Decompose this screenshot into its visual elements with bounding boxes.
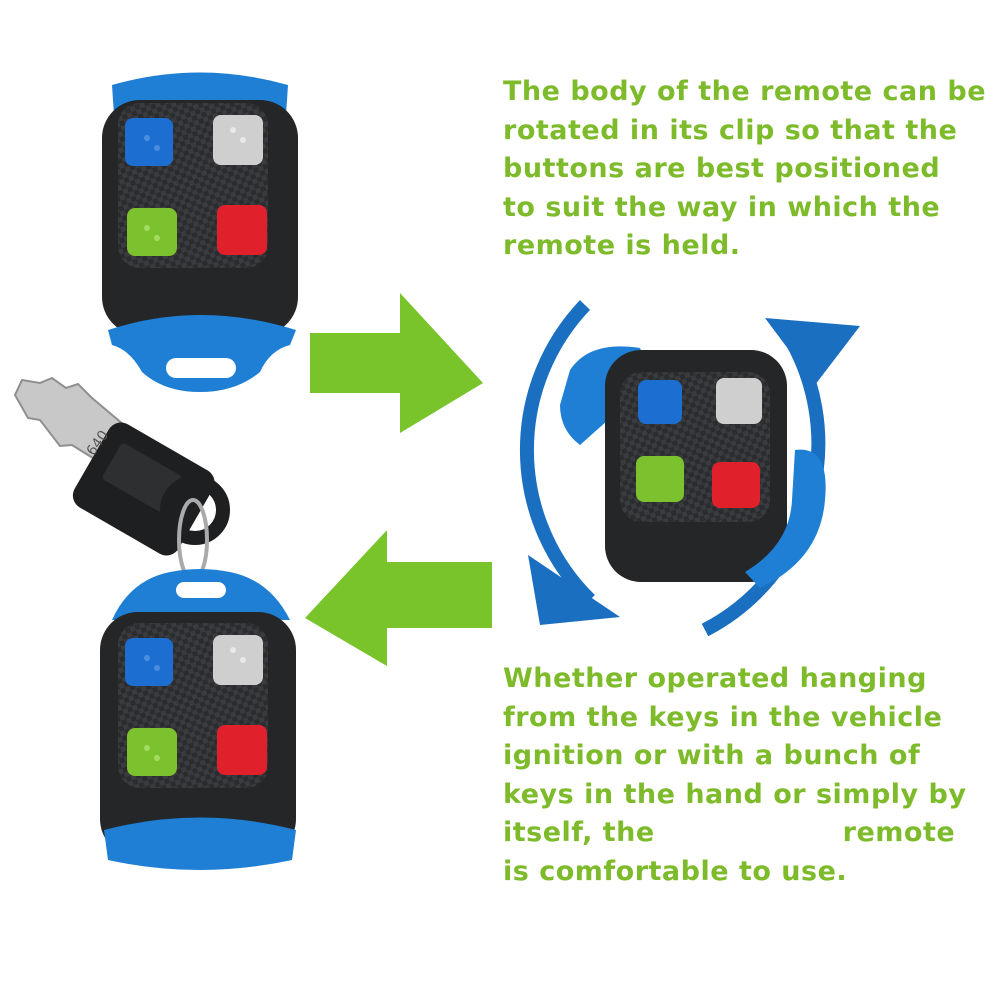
caption-line: itself, the remote: [503, 814, 966, 853]
caption-line: The body of the remote can be: [503, 76, 987, 107]
caption-line: keys in the hand or simply by: [503, 778, 967, 810]
caption-line: rotated in its clip so that the: [503, 114, 958, 146]
arrow-right-icon: [310, 293, 483, 433]
caption-line: remote is held.: [503, 230, 741, 261]
caption-line: Whether operated hanging: [503, 663, 927, 694]
caption-rotate: The body of the remote can be rotated in…: [503, 73, 986, 266]
caption-usage: Whether operated hanging from the keys i…: [503, 660, 966, 891]
remote-icon: [102, 72, 298, 392]
arrow-left-icon: [305, 530, 492, 666]
caption-fragment: itself, the: [503, 817, 655, 848]
caption-line: ignition or with a bunch of: [503, 740, 921, 771]
caption-line: is comfortable to use.: [503, 855, 848, 887]
caption-line: from the keys in the vehicle: [503, 701, 943, 733]
remote-icon: [100, 569, 296, 870]
caption-line: buttons are best positioned: [503, 153, 941, 184]
remote-icon: [560, 346, 826, 588]
caption-line: to suit the way in which the: [503, 191, 941, 223]
caption-fragment: remote: [842, 817, 956, 848]
